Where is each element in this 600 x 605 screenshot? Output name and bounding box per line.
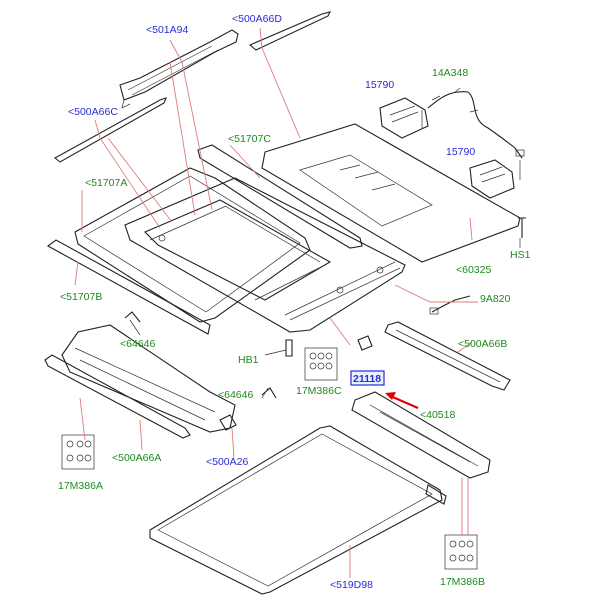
part-harness-14A348 bbox=[427, 87, 525, 159]
label-15790-top[interactable]: 15790 bbox=[365, 79, 394, 91]
label-500A66B[interactable]: <500A66B bbox=[458, 338, 507, 350]
label-501A94[interactable]: <501A94 bbox=[146, 24, 188, 36]
part-seal-51707C bbox=[197, 144, 363, 249]
part-component-21118 bbox=[357, 335, 373, 351]
part-clip-64646-b bbox=[261, 387, 277, 399]
part-motor-15790-mid bbox=[469, 159, 515, 199]
part-rail-501A94 bbox=[119, 29, 239, 109]
label-64646-a[interactable]: <64646 bbox=[120, 338, 155, 350]
label-40518[interactable]: <40518 bbox=[420, 409, 455, 421]
label-17M386C[interactable]: 17M386C bbox=[296, 385, 342, 397]
highlight-arrow bbox=[385, 392, 419, 410]
label-HB1[interactable]: HB1 bbox=[238, 354, 259, 366]
label-9A820[interactable]: 9A820 bbox=[480, 293, 511, 305]
part-sunroof-frame bbox=[124, 177, 406, 333]
label-60325[interactable]: <60325 bbox=[456, 264, 491, 276]
part-sunshade-519D98 bbox=[149, 425, 447, 595]
label-51707C[interactable]: <51707C bbox=[228, 133, 271, 145]
label-HS1[interactable]: HS1 bbox=[510, 249, 531, 261]
part-bolt-set-17M386A bbox=[61, 434, 95, 470]
label-519D98[interactable]: <519D98 bbox=[330, 579, 373, 591]
label-51707A[interactable]: <51707A bbox=[85, 177, 127, 189]
part-bolt-set-17M386B bbox=[444, 534, 478, 570]
part-trim-500A66C bbox=[54, 97, 167, 163]
part-bolt-set-17M386C bbox=[304, 347, 338, 381]
label-51707B[interactable]: <51707B bbox=[60, 291, 102, 303]
label-500A26[interactable]: <500A26 bbox=[206, 456, 248, 468]
part-screw-HS1 bbox=[518, 217, 526, 238]
part-motor-15790-top bbox=[379, 97, 429, 139]
part-glass-panel-60325 bbox=[261, 123, 521, 263]
part-bracket-500A26 bbox=[219, 414, 237, 431]
part-seal-51707A bbox=[74, 167, 311, 323]
label-17M386A[interactable]: 17M386A bbox=[58, 480, 103, 492]
label-17M386B[interactable]: 17M386B bbox=[440, 576, 485, 588]
label-15790-mid[interactable]: 15790 bbox=[446, 146, 475, 158]
part-front-trim bbox=[61, 324, 236, 433]
part-seal-51707B bbox=[46, 239, 211, 335]
highlighted-part-21118[interactable]: 21118 bbox=[350, 370, 385, 386]
leader-lines bbox=[74, 27, 521, 578]
part-trim-500A66B bbox=[384, 321, 511, 391]
part-bolt-HB1 bbox=[285, 339, 293, 357]
label-14A348[interactable]: 14A348 bbox=[432, 67, 468, 79]
part-strip-500A66A bbox=[44, 354, 191, 439]
part-lead-9A820 bbox=[429, 295, 471, 315]
part-sunshade-frame-40518 bbox=[351, 391, 491, 479]
label-64646-b[interactable]: <64646 bbox=[218, 389, 253, 401]
label-500A66C[interactable]: <500A66C bbox=[68, 106, 118, 118]
label-500A66A[interactable]: <500A66A bbox=[112, 452, 161, 464]
part-trim-500A66D bbox=[248, 11, 332, 51]
part-clip-64646-a bbox=[124, 311, 141, 323]
label-500A66D[interactable]: <500A66D bbox=[232, 13, 282, 25]
label-21118[interactable]: 21118 bbox=[353, 373, 381, 385]
